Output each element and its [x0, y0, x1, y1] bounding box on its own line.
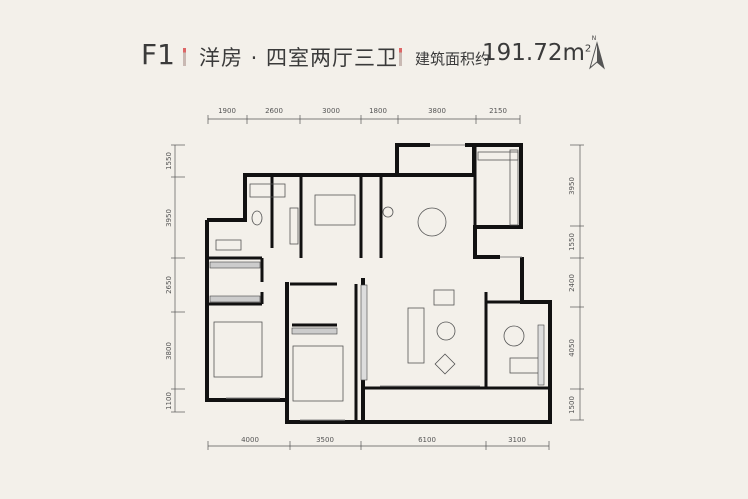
furniture [213, 149, 541, 402]
interior-walls [207, 145, 550, 422]
vanity-icon [289, 207, 299, 245]
dim-top: 2150 [489, 107, 507, 115]
dim-top: 1900 [218, 107, 236, 115]
armchair-icon [434, 353, 456, 375]
kitchen-counter-icon [509, 149, 519, 226]
unit-type: 洋房 · 四室两厅三卫 [199, 46, 399, 70]
area-label: 建筑面积约 [415, 50, 491, 68]
dim-right: 4050 [568, 339, 576, 357]
dim-top: 3000 [322, 107, 340, 115]
dining-table-icon [417, 207, 447, 237]
toilet-icon [382, 206, 394, 218]
area-value: 191.72m2 [482, 40, 591, 66]
toilet-icon [251, 210, 263, 226]
sofa-icon [407, 307, 425, 364]
area-unit-sup: 2 [584, 43, 592, 55]
bed-icon [314, 194, 356, 226]
dim-top: 2600 [265, 107, 283, 115]
dim-bottom: 3500 [316, 436, 334, 444]
dim-bottom: 4000 [241, 436, 259, 444]
dim-top: 1800 [369, 107, 387, 115]
coffee-table-icon [436, 321, 456, 341]
dim-right: 1550 [568, 233, 576, 251]
dim-right: 1500 [568, 396, 576, 414]
dim-left: 1550 [165, 152, 173, 170]
dim-right: 3950 [568, 177, 576, 195]
desk-chair-icon [503, 325, 525, 347]
dim-right: 2400 [568, 274, 576, 292]
dimension-lines [171, 115, 584, 450]
kitchen-sink-icon [477, 151, 519, 161]
bed-icon [292, 345, 344, 402]
dim-left: 3800 [165, 342, 173, 360]
dim-bottom: 3100 [508, 436, 526, 444]
exterior-walls [205, 143, 552, 424]
storage-icon [215, 239, 242, 251]
unit-code: F1 [141, 38, 175, 71]
separator-mark [183, 48, 186, 66]
bathtub-icon [249, 183, 286, 198]
area-number: 191.72m [482, 40, 585, 66]
rug-icon [433, 289, 455, 306]
dim-left: 3950 [165, 209, 173, 227]
desk-icon [509, 357, 541, 374]
wardrobes [209, 261, 545, 386]
dim-left: 1100 [165, 392, 173, 410]
dim-left: 2650 [165, 276, 173, 294]
compass-icon: N [589, 35, 605, 70]
bed-icon [213, 321, 263, 378]
compass-north-label: N [592, 35, 597, 42]
dim-bottom: 6100 [418, 436, 436, 444]
windows [226, 144, 522, 421]
dim-top: 3800 [428, 107, 446, 115]
separator-mark [399, 48, 402, 66]
dimension-labels: 1900 2600 3000 1800 3800 2150 4000 3500 … [165, 107, 576, 444]
